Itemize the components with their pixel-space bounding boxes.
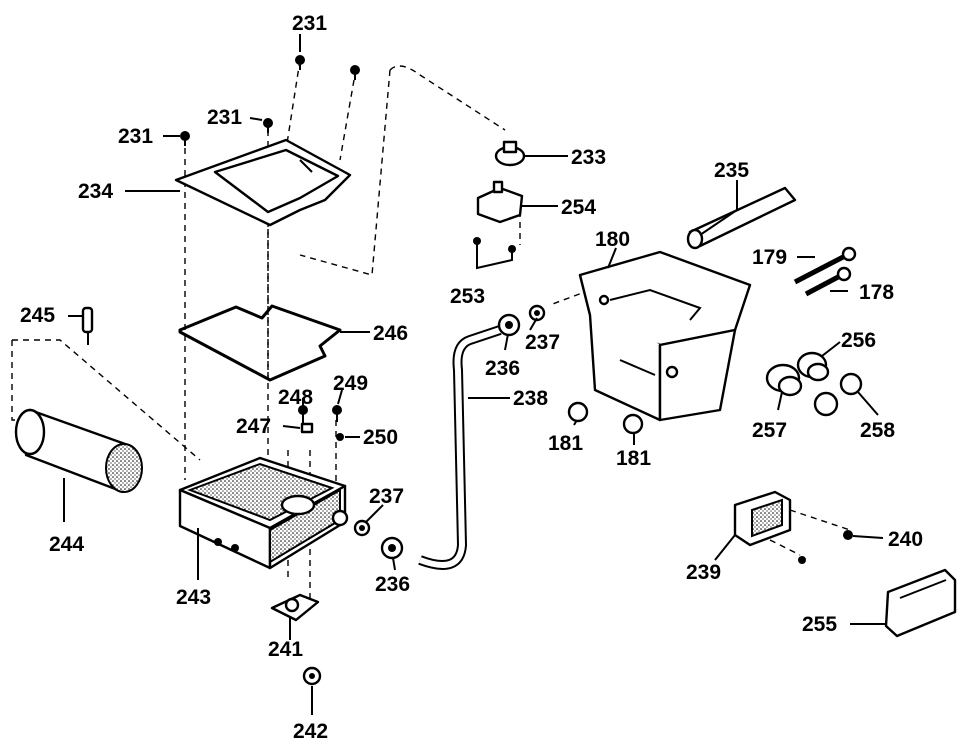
label-178: 178 bbox=[859, 281, 894, 304]
label-246: 246 bbox=[373, 322, 408, 345]
label-245: 245 bbox=[20, 304, 55, 327]
label-231-top: 231 bbox=[292, 12, 327, 35]
label-241: 241 bbox=[268, 638, 303, 661]
pin-245 bbox=[81, 306, 94, 345]
screw-240 bbox=[843, 530, 853, 540]
label-237-bottom: 237 bbox=[369, 485, 404, 508]
housing-180 bbox=[578, 250, 752, 422]
screw-231-c bbox=[263, 118, 273, 133]
switch-254 bbox=[476, 180, 524, 224]
bolt-178 bbox=[804, 266, 852, 297]
screw-248 bbox=[298, 405, 308, 424]
label-235: 235 bbox=[714, 159, 749, 182]
label-253: 253 bbox=[450, 285, 485, 308]
plug-181-b bbox=[622, 413, 644, 435]
screw-231-d bbox=[180, 131, 190, 146]
label-249: 249 bbox=[333, 372, 368, 395]
screw-239-b bbox=[798, 556, 806, 564]
label-240: 240 bbox=[888, 528, 923, 551]
label-181-left: 181 bbox=[548, 432, 583, 455]
connector-239 bbox=[733, 490, 792, 547]
label-258: 258 bbox=[860, 419, 895, 442]
label-234: 234 bbox=[78, 180, 113, 203]
capacitor-244 bbox=[14, 408, 143, 493]
label-243: 243 bbox=[176, 586, 211, 609]
housing-box-243 bbox=[178, 456, 349, 570]
label-179: 179 bbox=[752, 246, 787, 269]
cap-258-a bbox=[839, 372, 863, 396]
clip-247 bbox=[300, 422, 314, 434]
nut-237-a bbox=[528, 304, 546, 322]
cover-255 bbox=[884, 568, 957, 638]
cap-258-b bbox=[813, 391, 839, 417]
nut-242 bbox=[302, 666, 322, 686]
label-237-top: 237 bbox=[525, 331, 560, 354]
fitting-236-a bbox=[497, 313, 521, 337]
plug-181-a bbox=[567, 401, 589, 423]
screw-250 bbox=[336, 433, 344, 441]
knob-257 bbox=[765, 363, 803, 397]
label-239: 239 bbox=[686, 561, 721, 584]
label-236-bottom: 236 bbox=[375, 573, 410, 596]
label-233: 233 bbox=[571, 146, 606, 169]
fitting-236-b bbox=[380, 536, 404, 560]
leader-lines bbox=[63, 34, 886, 715]
label-254: 254 bbox=[561, 196, 596, 219]
knob-256 bbox=[796, 351, 830, 382]
label-238: 238 bbox=[513, 387, 548, 410]
hose-238 bbox=[418, 325, 502, 570]
label-255: 255 bbox=[802, 613, 837, 636]
bolt-179 bbox=[793, 246, 857, 285]
cap-233 bbox=[494, 140, 526, 167]
label-248: 248 bbox=[278, 386, 313, 409]
label-180: 180 bbox=[595, 228, 630, 251]
screw-249 bbox=[332, 405, 342, 422]
label-231-left: 231 bbox=[118, 125, 153, 148]
rod-235 bbox=[686, 186, 797, 250]
nut-237-b bbox=[353, 519, 371, 537]
label-250: 250 bbox=[363, 426, 398, 449]
cover-plate-234 bbox=[174, 138, 352, 227]
label-256: 256 bbox=[841, 329, 876, 352]
screw-231-a bbox=[295, 55, 305, 70]
label-244: 244 bbox=[49, 533, 84, 556]
screw-231-b bbox=[350, 65, 360, 80]
gasket-246 bbox=[178, 304, 342, 382]
label-242: 242 bbox=[293, 720, 328, 743]
label-231-mid: 231 bbox=[207, 106, 242, 129]
label-236-top: 236 bbox=[485, 357, 520, 380]
label-257: 257 bbox=[752, 419, 787, 442]
label-181-right: 181 bbox=[616, 447, 651, 470]
cable-clamp-241 bbox=[270, 593, 320, 622]
label-247: 247 bbox=[236, 415, 271, 438]
part-labels: 231 231 231 233 234 235 254 180 179 178 … bbox=[20, 12, 923, 743]
